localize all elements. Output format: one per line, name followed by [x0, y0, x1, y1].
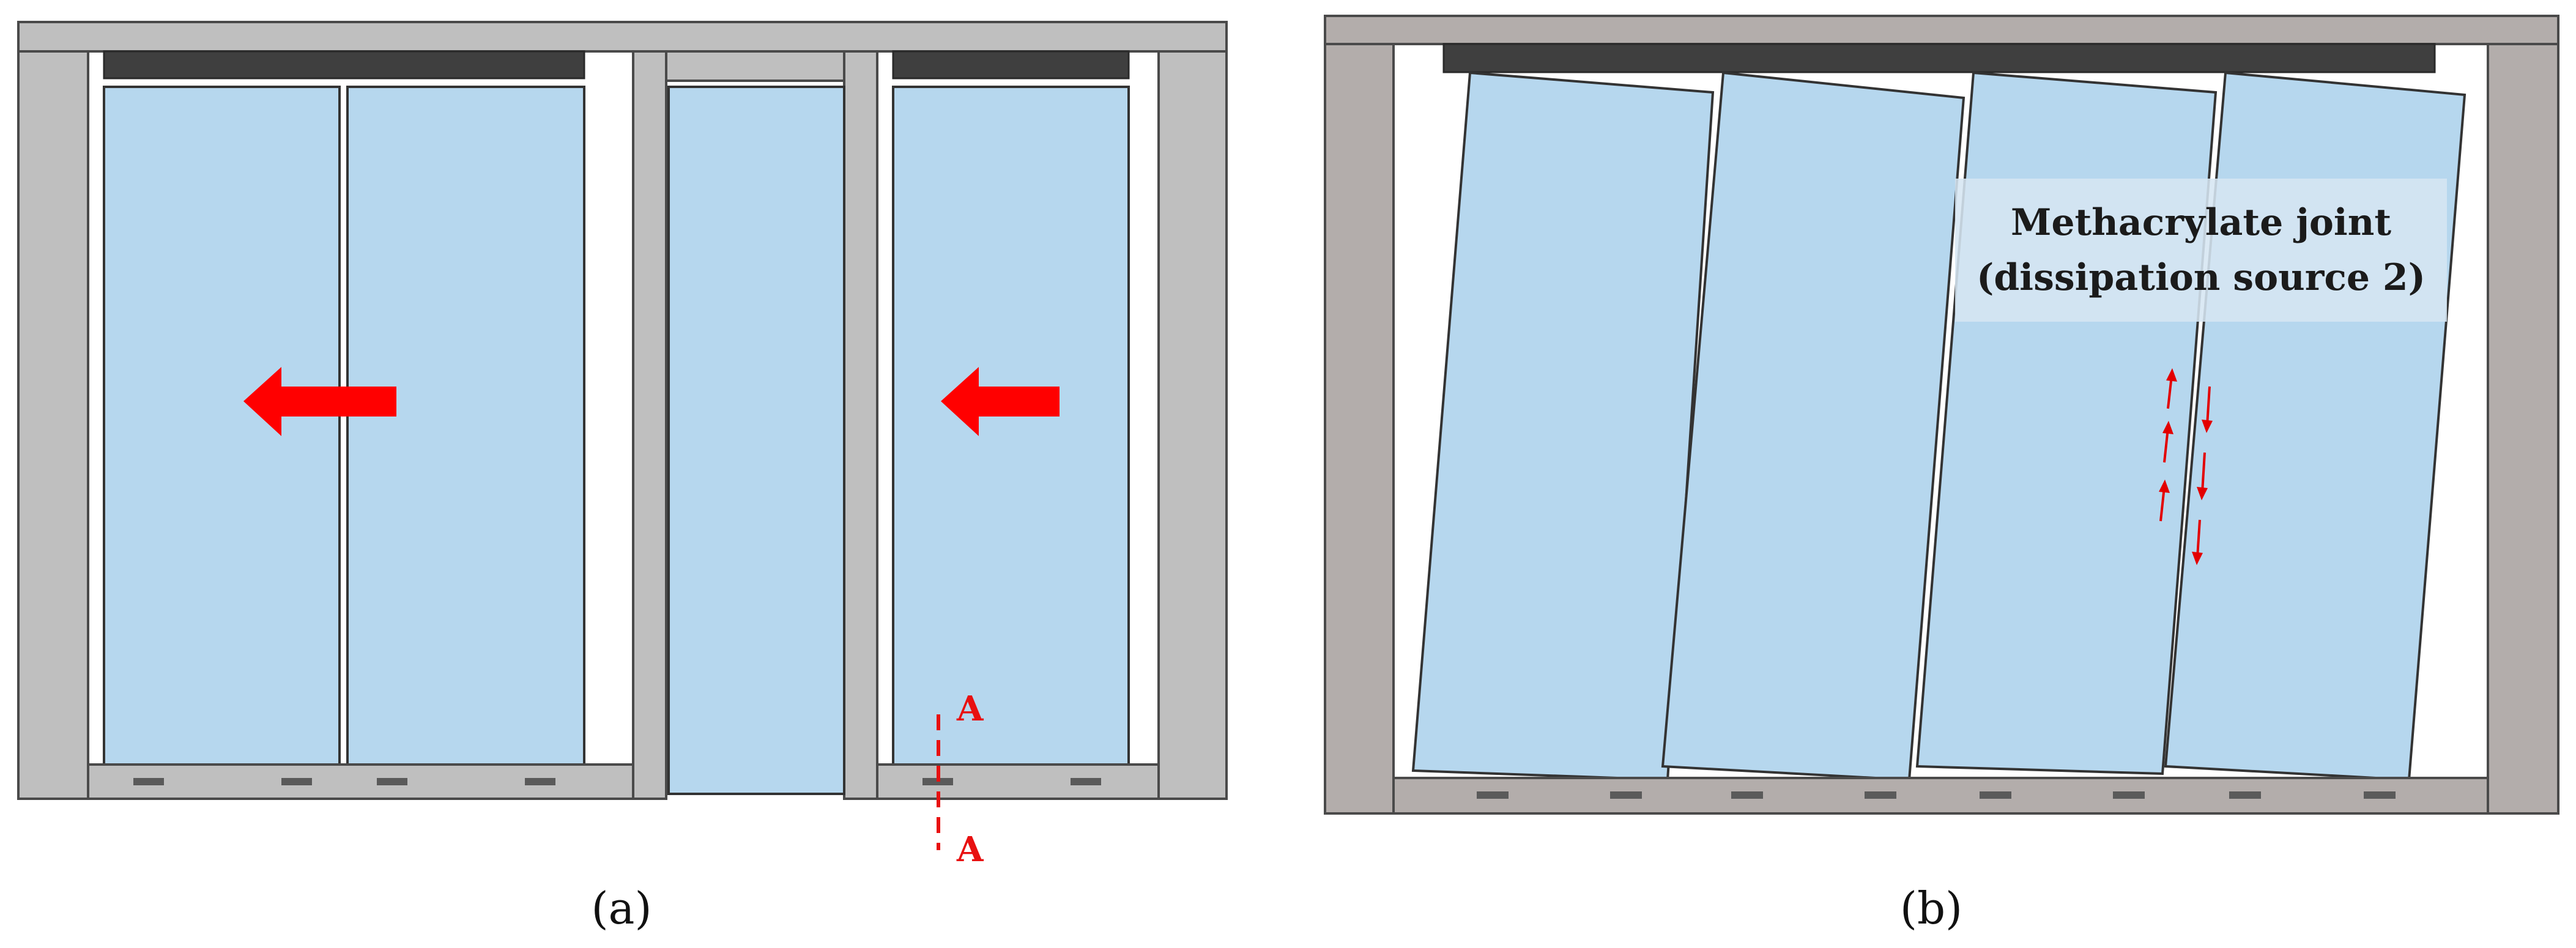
panel-a-glass-pane-fixed	[667, 86, 845, 795]
left-arrow-icon	[243, 367, 396, 436]
up-arrow-icon-head	[2162, 421, 2173, 434]
panel-b-rail-slot	[1865, 791, 1896, 799]
callout-subtitle: (dissipation source 2)	[1977, 256, 2426, 299]
panel-a-glass-pane-2	[346, 86, 585, 766]
panel-b-glass-pane-3	[1915, 71, 2218, 776]
panel-a-caption: (a)	[591, 883, 651, 934]
panel-b-deformed-door: Methacrylate joint (dissipation source 2…	[1324, 15, 2559, 815]
panel-a-left-jamb	[17, 50, 89, 800]
panel-a-rail-slot	[133, 778, 164, 785]
down-arrow-icon-head	[2192, 552, 2203, 565]
panel-a-glass-pane-3	[892, 86, 1130, 766]
section-mark-bottom: A	[956, 829, 984, 870]
panel-b-caption: (b)	[1900, 883, 1962, 934]
panel-b-bottom-rail	[1392, 777, 2489, 815]
panel-b-left-jamb	[1324, 43, 1395, 815]
down-arrow-icon-head	[2197, 487, 2208, 500]
panel-b-top-lintel	[1324, 15, 2559, 45]
panel-a-center-post-right	[843, 50, 878, 800]
panel-a-center-post-left	[632, 50, 667, 800]
panel-a-rail-slot	[525, 778, 555, 785]
panel-a-rail-slot	[281, 778, 312, 785]
panel-b-rail-slot	[1731, 791, 1763, 799]
panel-b-glass-pane-1	[1411, 71, 1715, 782]
up-arrow-icon	[2167, 375, 2173, 409]
down-arrow-icon	[2196, 519, 2201, 558]
down-arrow-icon-head	[2202, 420, 2213, 433]
up-arrow-icon	[2163, 428, 2169, 463]
up-arrow-icon	[2159, 486, 2166, 522]
panel-b-right-jamb	[2487, 43, 2559, 815]
panel-b-rail-slot	[1980, 791, 2011, 799]
panel-a-transom	[665, 50, 845, 82]
panel-a-rail-slot	[377, 778, 407, 785]
panel-b-rail-slot	[1477, 791, 1509, 799]
panel-b-rail-slot	[1610, 791, 1642, 799]
panel-a-rail-slot	[1071, 778, 1101, 785]
shear-arrows-joint	[2159, 368, 2213, 565]
panel-a-right-jamb	[1157, 50, 1228, 800]
panel-a-glass-pane-1	[103, 86, 341, 766]
up-arrow-icon-head	[2166, 368, 2177, 382]
up-arrow-icon-head	[2159, 480, 2170, 493]
down-arrow-icon	[2206, 386, 2211, 426]
panel-a-bottom-rail-right	[876, 763, 1160, 800]
section-mark-top: A	[956, 689, 984, 729]
panel-a-operator-bar-right	[892, 50, 1130, 80]
callout-title: Methacrylate joint	[2011, 201, 2391, 244]
panel-a-operator-bar-left	[103, 50, 585, 80]
panel-a-sliding-door: A A	[17, 21, 1228, 870]
panel-b-operator-bar	[1442, 43, 2436, 73]
down-arrow-icon	[2201, 452, 2206, 494]
panel-b-rail-slot	[2113, 791, 2145, 799]
panel-b-rail-slot	[2364, 791, 2396, 799]
left-arrow-icon	[941, 367, 1060, 436]
panel-a-top-lintel	[17, 21, 1228, 53]
panel-b-rail-slot	[2229, 791, 2261, 799]
callout-box	[1955, 179, 2447, 322]
